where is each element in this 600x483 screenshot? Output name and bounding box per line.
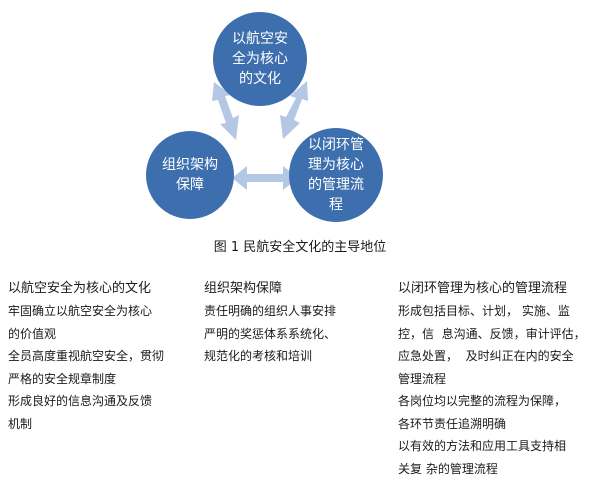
column-line: 控，信 息沟通、反馈，审计评估，: [398, 326, 586, 341]
column-line: 牢固确立以航空安全为核心: [8, 304, 153, 318]
column-line: 全员高度重视航空安全，贯彻: [8, 349, 165, 363]
figure-caption: 图 1 民航安全文化的主导地位: [213, 240, 387, 255]
column-line: 机制: [8, 416, 33, 431]
column-culture: 以航空安全为核心的文化 牢固确立以航空安全为核心 的价值观 全员高度重视航空安全…: [8, 278, 198, 435]
column-line: 规范化的考核和培训: [204, 349, 313, 363]
diagram: [146, 12, 383, 222]
circle-right-label: 以闭环管 理为核心 的管理流 程: [308, 137, 364, 213]
column-line: 各岗位均以完整的流程为保障，: [398, 394, 567, 408]
column-heading: 组织架构保障: [204, 281, 283, 296]
column-line: 形成良好的信息沟通及反馈: [8, 394, 153, 408]
circle-left: [146, 131, 234, 219]
circle-top-label: 以航空安 全为核心 的文化: [232, 31, 288, 87]
column-line: 以有效的方法和应用工具支持相: [398, 439, 567, 453]
column-process: 以闭环管理为核心的管理流程 形成包括目标、计划， 实施、监 控，信 息沟通、反馈…: [398, 278, 598, 480]
circle-top: [213, 12, 307, 106]
double-arrow-top-left: [212, 82, 239, 140]
double-arrow-top-right: [280, 81, 308, 139]
column-line: 责任明确的组织人事安排: [204, 304, 337, 318]
column-organization: 组织架构保障 责任明确的组织人事安排 严明的奖惩体系系统化、 规范化的考核和培训: [204, 278, 384, 368]
column-line: 严明的奖惩体系系统化、: [204, 326, 337, 341]
circle-right: [289, 128, 383, 222]
column-line: 严格的安全规章制度: [8, 371, 117, 386]
column-line: 各环节责任追溯明确: [398, 416, 507, 431]
column-heading: 以航空安全为核心的文化: [8, 281, 152, 296]
double-arrow-bottom: [232, 166, 298, 190]
column-line: 管理流程: [398, 371, 447, 386]
column-heading: 以闭环管理为核心的管理流程: [398, 281, 568, 296]
column-line: 应急处置， 及时纠正在内的安全: [398, 349, 574, 363]
column-line: 关复 杂的管理流程: [398, 461, 498, 476]
column-line: 形成包括目标、计划， 实施、监: [398, 304, 570, 318]
circle-left-label: 组织架构 保障: [162, 157, 218, 193]
column-line: 的价值观: [8, 326, 57, 341]
